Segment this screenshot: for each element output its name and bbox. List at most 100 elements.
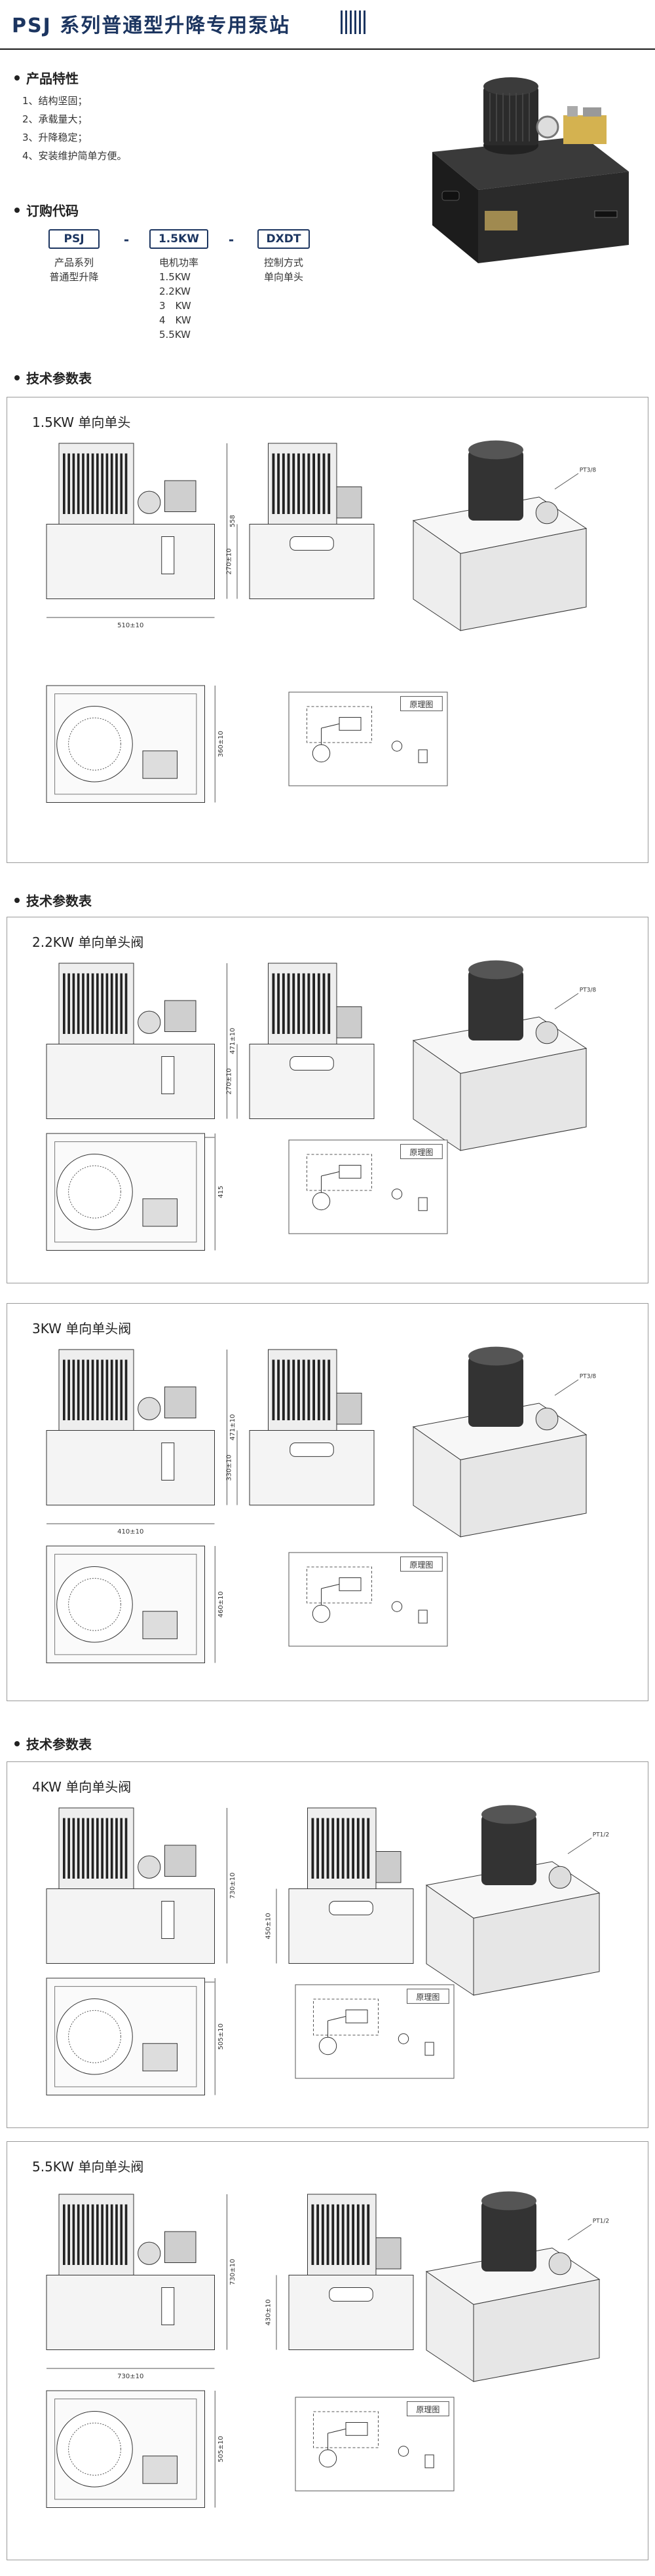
bullet-icon: [14, 897, 20, 903]
level-gauge: [161, 1056, 175, 1094]
spec-card: 4KW 单向单头阀 730±10730±10450±10PT1/2505±10原…: [7, 1761, 648, 2128]
valve-block: [164, 1845, 196, 1877]
valve-block: [375, 1851, 402, 1883]
side-view: 330±10: [226, 1349, 375, 1505]
dimension-label: 558: [229, 515, 236, 527]
side-view: 430±10: [265, 2194, 414, 2350]
page-header: PSJ 系列普通型升降专用泵站: [0, 0, 655, 50]
bullet-icon: [14, 375, 20, 380]
tank-symbol: [418, 749, 428, 764]
level-gauge: [161, 1901, 175, 1939]
port-label: PT3/8: [580, 1374, 597, 1380]
tank: [46, 524, 215, 599]
product-photo: [432, 77, 629, 263]
motor: [468, 970, 523, 1040]
tank: [46, 1888, 215, 1964]
pump-symbol: [318, 2449, 337, 2468]
side-view: 270±10: [226, 443, 375, 599]
dimension-label: 460±10: [217, 1591, 225, 1617]
tank: [288, 1888, 414, 1964]
tank-front: [460, 528, 587, 631]
motor: [481, 1814, 536, 1885]
motor-fan: [56, 1998, 133, 2075]
top-view: 360±10: [46, 685, 225, 803]
gauge-symbol: [391, 1188, 403, 1200]
card-title: 3KW 单向单头阀: [32, 1321, 132, 1336]
pump-symbol: [312, 1604, 331, 1623]
port-label: PT3/8: [580, 987, 597, 994]
bullet-icon: [14, 75, 20, 81]
valve-block: [164, 1000, 196, 1032]
page-title: PSJ 系列普通型升降专用泵站: [12, 14, 291, 37]
valve-block: [142, 750, 178, 779]
gauge-symbol: [398, 2033, 409, 2044]
code-separator: -: [123, 232, 130, 248]
tank-front: [460, 1048, 587, 1151]
side-view: 270±10: [226, 963, 375, 1119]
code-box: 1.5KW: [149, 229, 209, 249]
isometric-view: PT3/8: [412, 960, 597, 1151]
dimension-label: 471±10: [229, 1414, 236, 1441]
hydraulic-schematic: 原理图: [288, 691, 448, 786]
code-control: DXDT 控制方式 单向单头: [241, 229, 326, 284]
schematic-label: 原理图: [409, 1560, 433, 1570]
pressure-gauge: [548, 2252, 572, 2275]
dimension-label: 505±10: [217, 2023, 225, 2050]
isometric-view: PT1/2: [425, 2191, 609, 2382]
pump-symbol: [312, 1192, 331, 1211]
top-view: 505±10: [46, 2390, 225, 2508]
code-power: 1.5KW 电机功率 1.5KW 2.2KW 3 KW 4 KW 5.5KW: [136, 229, 221, 342]
gauge-symbol: [398, 2446, 409, 2457]
bullet-icon: [14, 1740, 20, 1746]
tank: [249, 1430, 375, 1505]
spec-heading: 技术参数表: [14, 368, 92, 387]
pressure-gauge: [548, 1866, 572, 1889]
valve-symbol: [339, 1577, 362, 1591]
valve-block: [142, 1198, 178, 1227]
pressure-gauge: [138, 1397, 161, 1420]
dimension-label: 505±10: [217, 2436, 225, 2462]
hydraulic-schematic: 原理图: [295, 1984, 455, 2079]
spec-heading: 技术参数表: [14, 891, 92, 910]
motor: [468, 1356, 523, 1427]
list-item: 1、结构坚固；: [22, 95, 88, 107]
valve-block: [142, 2043, 178, 2072]
tank-front: [473, 1892, 600, 1996]
valve-block: [142, 2456, 178, 2484]
code-box: PSJ: [48, 229, 100, 249]
tank-symbol: [424, 2454, 434, 2469]
level-gauge: [161, 536, 175, 574]
order-code-row: PSJ 产品系列 普通型升降 - 1.5KW 电机功率 1.5KW 2.2KW …: [31, 229, 326, 342]
port-label: PT1/2: [593, 2218, 609, 2225]
dimension-label: 270±10: [226, 1068, 233, 1094]
valve-symbol: [345, 2422, 368, 2436]
card-title: 2.2KW 单向单头阀: [32, 934, 144, 950]
tank-symbol: [418, 1197, 428, 1211]
motor-fan: [56, 1566, 133, 1643]
dimension-label: 510±10: [117, 622, 143, 629]
tank: [249, 1044, 375, 1119]
bullet-icon: [14, 207, 20, 213]
dimension-label: 430±10: [265, 2299, 272, 2325]
hydraulic-schematic: 原理图: [288, 1139, 448, 1234]
tank-front: [473, 2279, 600, 2382]
dimension-label: 330±10: [226, 1454, 233, 1481]
front-view: 510±10 558: [46, 443, 236, 629]
tank-symbol: [424, 2042, 434, 2056]
hydraulic-schematic: 原理图: [288, 1552, 448, 1647]
motor: [468, 450, 523, 521]
code-separator: -: [228, 232, 234, 248]
top-view: 415: [46, 1133, 225, 1251]
port-label: PT3/8: [580, 468, 597, 474]
handle: [290, 1056, 334, 1071]
header-decoration: [341, 10, 365, 34]
valve-block: [164, 1386, 196, 1418]
valve-block: [336, 1006, 362, 1039]
tank-symbol: [418, 1610, 428, 1624]
